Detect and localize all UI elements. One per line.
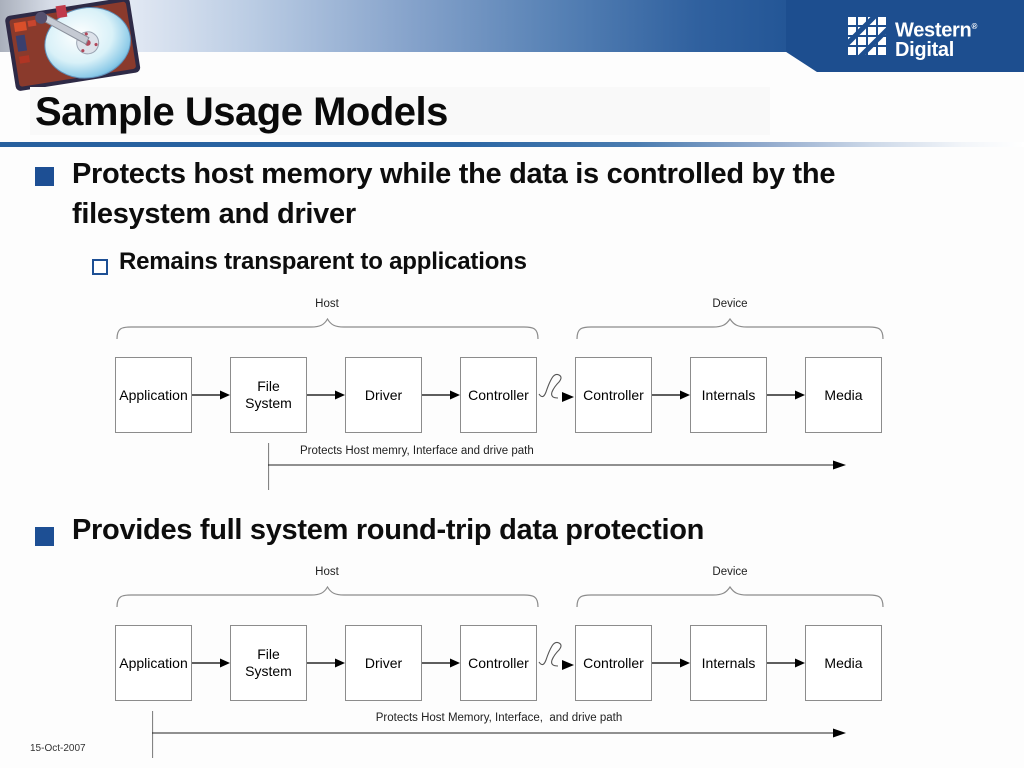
title-divider-rule bbox=[0, 142, 1024, 147]
diagram-box-file-system: File System bbox=[230, 625, 307, 701]
diagram-box-application: Application bbox=[115, 357, 192, 433]
hard-drive-image bbox=[5, 0, 141, 91]
host-brace bbox=[116, 318, 539, 340]
western-digital-logo-icon bbox=[848, 17, 888, 57]
protection-span-arrow bbox=[268, 443, 846, 490]
diagram-box-driver: Driver bbox=[345, 625, 422, 701]
device-group-label: Device bbox=[712, 298, 748, 310]
flow-arrow-icon bbox=[652, 390, 690, 400]
diagram-box-host-controller: Controller bbox=[460, 625, 537, 701]
bullet-text-1: Protects host memory while the data is c… bbox=[72, 158, 836, 230]
bullet-square-icon bbox=[35, 167, 54, 186]
host-group-label: Host bbox=[315, 566, 339, 578]
western-digital-logo-tab: Western® Digital bbox=[786, 0, 1024, 72]
protection-span-arrow bbox=[152, 711, 846, 758]
flow-arrow-icon bbox=[422, 658, 460, 668]
usage-diagram-1: Host Device Application File System Driv… bbox=[0, 298, 1024, 498]
diagram-box-application: Application bbox=[115, 625, 192, 701]
flow-arrow-icon bbox=[422, 390, 460, 400]
device-brace bbox=[576, 586, 884, 608]
interface-link-squiggle-icon bbox=[538, 641, 574, 670]
diagram-box-device-controller: Controller bbox=[575, 357, 652, 433]
registered-mark: ® bbox=[971, 22, 978, 31]
interface-link-squiggle-icon bbox=[538, 373, 574, 402]
diagram-box-host-controller: Controller bbox=[460, 357, 537, 433]
flow-arrow-icon bbox=[767, 658, 805, 668]
western-digital-logo-text: Western® Digital bbox=[895, 17, 977, 60]
protection-arrow-label: Protects Host Memory, Interface, and dri… bbox=[375, 712, 623, 724]
flow-arrow-icon bbox=[767, 390, 805, 400]
flow-arrow-icon bbox=[652, 658, 690, 668]
flow-arrow-icon bbox=[307, 658, 345, 668]
bullet-text-2: Provides full system round-trip data pro… bbox=[72, 514, 705, 546]
host-group-label: Host bbox=[315, 298, 339, 310]
logo-word-digital: Digital bbox=[895, 38, 955, 61]
device-brace bbox=[576, 318, 884, 340]
bullet-square-icon bbox=[35, 527, 54, 546]
protection-arrow-label: Protects Host memry, Interface and drive… bbox=[300, 445, 534, 457]
sub-bullet-text: Remains transparent to applications bbox=[119, 248, 527, 275]
logo-word-western: Western bbox=[895, 19, 972, 42]
diagram-box-internals: Internals bbox=[690, 625, 767, 701]
page-title: Sample Usage Models bbox=[35, 90, 448, 134]
flow-arrow-icon bbox=[192, 658, 230, 668]
device-group-label: Device bbox=[712, 566, 748, 578]
diagram-box-internals: Internals bbox=[690, 357, 767, 433]
slide-date: 15-Oct-2007 bbox=[30, 743, 86, 754]
diagram-box-media: Media bbox=[805, 357, 882, 433]
title-strip bbox=[30, 87, 770, 135]
diagram-box-file-system: File System bbox=[230, 357, 307, 433]
usage-diagram-2: Host Device Application File System Driv… bbox=[0, 566, 1024, 766]
host-brace bbox=[116, 586, 539, 608]
flow-arrow-icon bbox=[192, 390, 230, 400]
flow-arrow-icon bbox=[307, 390, 345, 400]
diagram-box-device-controller: Controller bbox=[575, 625, 652, 701]
sub-bullet-square-icon bbox=[92, 259, 108, 275]
diagram-box-driver: Driver bbox=[345, 357, 422, 433]
diagram-box-media: Media bbox=[805, 625, 882, 701]
